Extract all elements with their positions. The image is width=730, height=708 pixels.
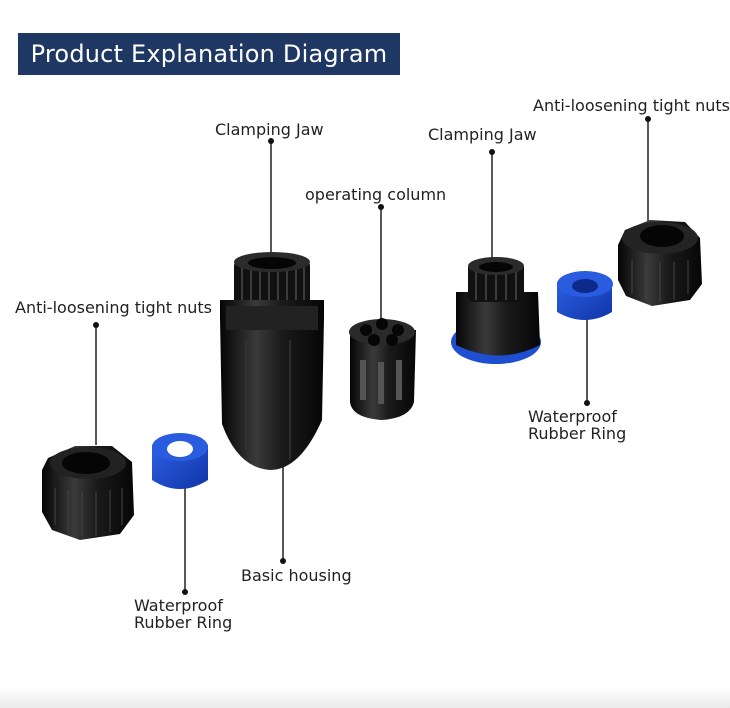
leader-dots bbox=[93, 116, 651, 595]
label-anti-loosening-nut-right: Anti-loosening tight nuts bbox=[533, 96, 730, 115]
label-waterproof-rubber-ring-left: Waterproof Rubber Ring bbox=[134, 597, 232, 631]
rubber-ring-left bbox=[152, 433, 208, 489]
label-waterproof-rubber-ring-right: Waterproof Rubber Ring bbox=[528, 408, 626, 442]
anti-loosening-nut-right bbox=[618, 220, 702, 306]
anti-loosening-nut-left bbox=[42, 446, 134, 540]
operating-column bbox=[349, 318, 416, 420]
diagram-title: Product Explanation Diagram bbox=[18, 33, 400, 75]
ring-left-line1: Waterproof bbox=[134, 596, 223, 615]
label-clamping-jaw-right: Clamping Jaw bbox=[428, 125, 537, 144]
ring-left-line2: Rubber Ring bbox=[134, 613, 233, 632]
clamping-jaw-right bbox=[451, 257, 541, 364]
label-clamping-jaw-left: Clamping Jaw bbox=[215, 120, 324, 139]
ring-right-line1: Waterproof bbox=[528, 407, 617, 426]
rubber-ring-right bbox=[557, 271, 613, 320]
basic-housing bbox=[220, 252, 324, 470]
label-operating-column: operating column bbox=[305, 185, 447, 204]
label-anti-loosening-nut-left: Anti-loosening tight nuts bbox=[15, 298, 213, 317]
ring-right-line2: Rubber Ring bbox=[528, 424, 627, 443]
label-basic-housing: Basic housing bbox=[241, 566, 352, 585]
bottom-shadow bbox=[0, 688, 730, 708]
